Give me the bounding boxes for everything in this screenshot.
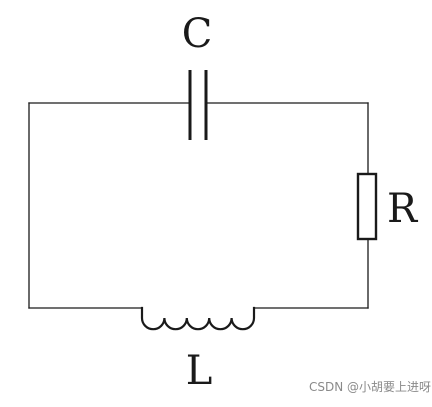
- watermark-text: CSDN @小胡要上进呀: [309, 380, 432, 394]
- capacitor-label: C: [182, 11, 213, 57]
- resistor-label: R: [387, 186, 419, 232]
- inductor-label: L: [186, 348, 213, 394]
- inductor-coil: [140, 306, 256, 331]
- resistor-body: [356, 172, 378, 241]
